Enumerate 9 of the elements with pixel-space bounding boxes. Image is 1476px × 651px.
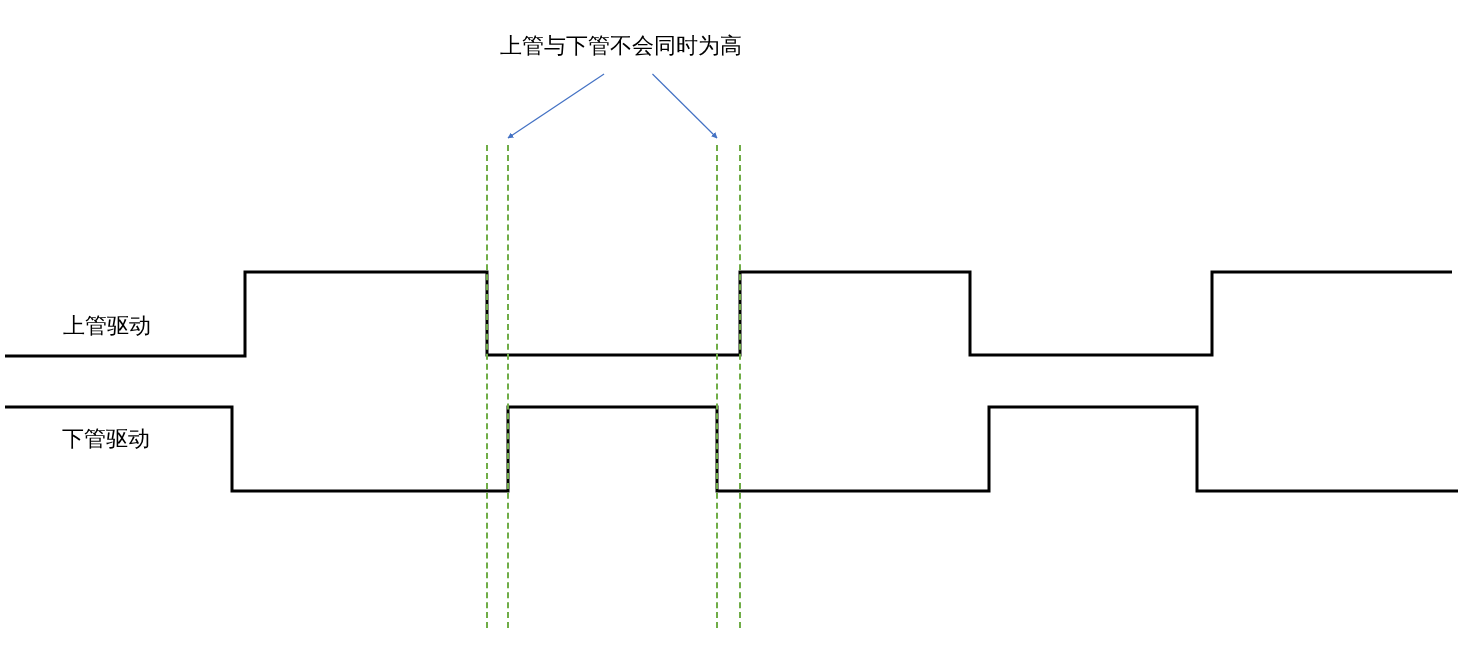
dashed-line	[739, 145, 741, 628]
dashed-line	[716, 145, 718, 628]
leader-arrow	[651, 73, 718, 139]
signal-label: 下管驱动	[62, 425, 150, 453]
leader-arrow	[507, 73, 605, 139]
dashed-line	[507, 145, 509, 628]
signal-label: 上管驱动	[63, 312, 151, 340]
dashed-line	[486, 145, 488, 628]
annotation-text: 上管与下管不会同时为高	[500, 32, 742, 60]
